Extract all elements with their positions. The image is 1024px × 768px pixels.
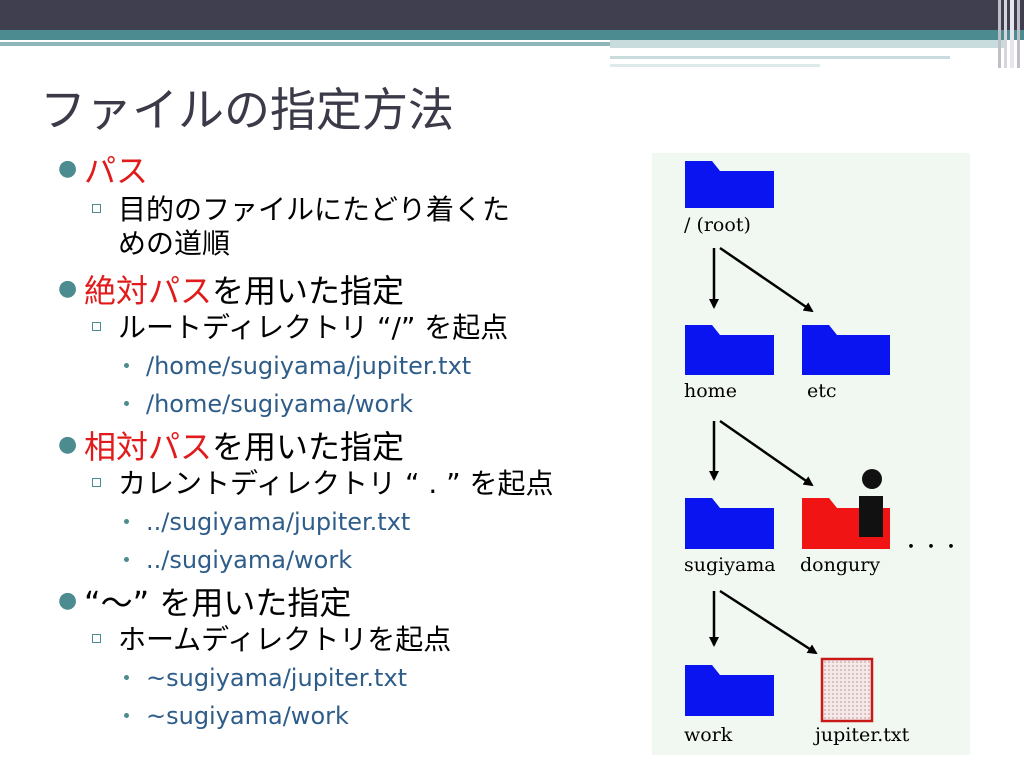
sub-bullet-square (92, 478, 101, 487)
bullet-dot: ● (58, 156, 78, 181)
sub-bullet-text: 目的のファイルにたどり着くた (118, 193, 511, 226)
bullet-small-dot (124, 519, 129, 524)
page-title: ファイルの指定方法 (40, 83, 454, 137)
directory-tree-svg: / (root) home etc sugiyama dongury ・・・ (684, 161, 962, 746)
bullet-label-red: パス (84, 152, 149, 190)
bullet-label-red: 相対パス (84, 428, 213, 466)
sub-bullet-text: めの道順 (118, 227, 231, 260)
folder-home-label: home (684, 380, 737, 402)
folder-work-icon (685, 665, 774, 716)
bullet-small-dot (124, 675, 129, 680)
ellipsis-text: ・・・ (902, 537, 962, 558)
sub-bullet-square (92, 204, 101, 213)
bullet-label: “～” を用いた指定 (84, 584, 352, 622)
header-line (610, 64, 820, 67)
folder-sugiyama-icon (685, 498, 774, 549)
header-stripe (0, 30, 1024, 40)
bullet-dot: ● (58, 432, 78, 457)
arrow-home-dongury (719, 419, 814, 487)
path-text: ../sugiyama/jupiter.txt (146, 508, 411, 536)
header-band (0, 0, 1024, 30)
bullet-dot: ● (58, 276, 78, 301)
sub-bullet-square (92, 634, 101, 643)
path-text: /home/sugiyama/work (146, 390, 413, 418)
folder-dongury-label: dongury (800, 554, 880, 576)
file-jupiter-icon (820, 657, 874, 723)
arrow-sugiyama-jupiter (719, 589, 818, 655)
path-text: /home/sugiyama/jupiter.txt (146, 352, 472, 380)
bullet-label-red: 絶対パス (84, 272, 213, 310)
sub-bullet-text: カレントディレクトリ “ . ” を起点 (118, 467, 554, 500)
folder-work-label: work (684, 724, 733, 746)
sub-bullet-text: ルートディレクトリ “/” を起点 (118, 311, 509, 344)
header-line (0, 42, 610, 46)
bullet-small-dot (124, 713, 129, 718)
sub-bullet-square (92, 322, 101, 331)
folder-dongury-icon (802, 469, 890, 549)
bullet-small-dot (124, 401, 129, 406)
bullet-small-dot (124, 363, 129, 368)
folder-home-icon (685, 325, 774, 375)
directory-tree-diagram: / (root) home etc sugiyama dongury ・・・ (652, 153, 970, 755)
path-text: ~sugiyama/jupiter.txt (146, 664, 408, 692)
folder-root-label: / (root) (684, 214, 751, 236)
bullet-label: を用いた指定 (212, 428, 405, 466)
file-jupiter-label: jupiter.txt (813, 724, 910, 746)
folder-sugiyama-label: sugiyama (684, 554, 776, 576)
header-vertical-stripes (998, 0, 1024, 68)
folder-root-icon (685, 161, 774, 208)
header-line (610, 40, 1005, 48)
sub-bullet-text: ホームディレクトリを起点 (118, 623, 452, 656)
bullet-dot: ● (58, 588, 78, 613)
path-text: ~sugiyama/work (146, 702, 349, 730)
path-text: ../sugiyama/work (146, 546, 353, 574)
arrow-root-etc (719, 246, 814, 313)
header-line (610, 56, 950, 59)
bullet-small-dot (124, 557, 129, 562)
bullet-label: を用いた指定 (212, 272, 405, 310)
folder-etc-label: etc (807, 380, 837, 402)
folder-etc-icon (802, 325, 890, 375)
